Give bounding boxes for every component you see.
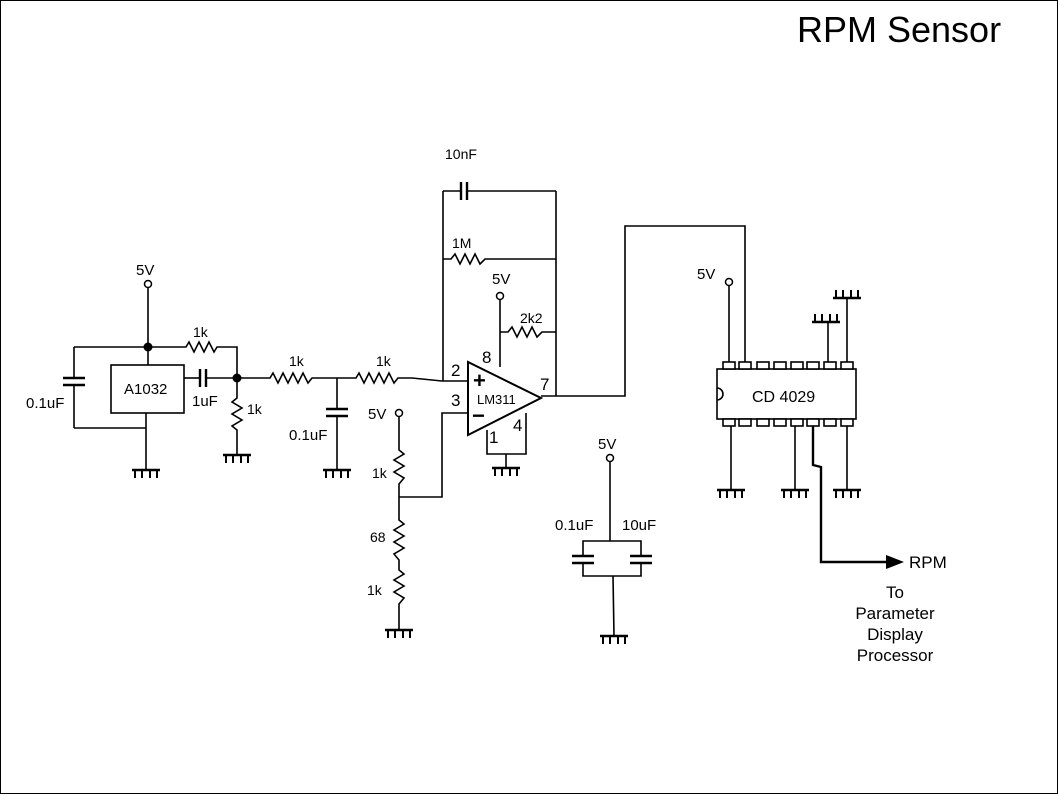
ground-icon — [383, 628, 415, 640]
resistor-icon — [230, 378, 244, 455]
filter-r1-label: 1k — [289, 353, 305, 369]
supply-terminal-icon — [724, 277, 734, 287]
resistor-icon — [500, 325, 556, 339]
ic-pin — [722, 361, 736, 370]
minus-sign: − — [472, 403, 485, 428]
threshold-divider: 5V 1k 68 1k — [367, 406, 415, 640]
hall-ic-label: A1032 — [124, 381, 167, 398]
destination-line-2: Parameter — [855, 604, 935, 623]
ic-pin — [840, 361, 854, 370]
ic-pin — [738, 418, 752, 427]
divider-r-mid-label: 68 — [370, 529, 386, 545]
capacitor-icon — [326, 407, 348, 418]
supply-label-opamp: 5V — [492, 271, 510, 288]
destination-line-1: To — [886, 583, 904, 602]
resistor-icon — [180, 340, 238, 378]
capacitor-icon — [459, 182, 469, 200]
pin-2-label: 2 — [451, 361, 460, 380]
capacitor-icon — [63, 376, 85, 387]
supply-terminal-icon — [394, 408, 404, 418]
output-signal-label: RPM — [909, 553, 947, 572]
ic-pin — [773, 361, 787, 370]
ground-icon — [715, 488, 747, 500]
pin-1-label: 1 — [489, 428, 498, 447]
supply-label-hall: 5V — [136, 262, 154, 279]
supply-terminal-icon — [495, 291, 505, 301]
comparator-stage: 10nF 1M 5V 2k2 + − LM311 2 3 8 7 4 1 — [399, 146, 746, 498]
ic-pin — [806, 361, 820, 370]
resistor-icon — [443, 252, 556, 266]
supply-label-divider: 5V — [368, 406, 386, 423]
counter-ic — [716, 368, 857, 420]
ic-notch-icon — [716, 387, 724, 401]
ground-icon — [831, 288, 863, 300]
ground-icon — [130, 468, 162, 480]
counter-ic-label: CD 4029 — [752, 389, 815, 406]
pullup-res-label: 1k — [193, 324, 209, 340]
ic-pin — [756, 418, 770, 427]
ic-pin — [722, 418, 736, 427]
coupling-cap-label: 1uF — [192, 393, 218, 410]
pulldown-res-label: 1k — [247, 401, 263, 417]
ic-pin — [773, 418, 787, 427]
resistor-icon — [392, 417, 406, 514]
pin-4-label: 4 — [513, 416, 522, 435]
supply-label-decoupling: 5V — [598, 436, 616, 453]
ground-icon — [831, 488, 863, 500]
ic-pin — [840, 418, 854, 427]
plus-sign: + — [473, 368, 486, 393]
counter-top-pins — [722, 361, 854, 370]
arrow-right-icon — [886, 555, 904, 569]
counter-bottom-pins — [722, 418, 854, 427]
ground-icon — [598, 634, 630, 646]
resistor-icon — [392, 514, 406, 630]
ground-icon — [321, 468, 353, 480]
ic-pin — [790, 418, 804, 427]
comparator-ic-label: LM311 — [477, 392, 516, 407]
rc-filter-stage: 1k 0.1uF 1k — [237, 353, 468, 480]
filter-cap-label: 0.1uF — [289, 427, 327, 444]
destination-line-3: Display — [867, 625, 923, 644]
feedback-cap-label: 10nF — [445, 146, 477, 162]
counter-stage: 5V CD 4029 — [697, 266, 904, 569]
decoupling-caps: 5V 0.1uF 10uF — [555, 436, 656, 646]
capacitor-icon — [198, 369, 208, 387]
pin-8-label: 8 — [482, 348, 491, 367]
ic-pin — [756, 361, 770, 370]
decoupling-c2-label: 10uF — [622, 517, 656, 534]
destination-line-4: Processor — [857, 646, 934, 665]
ground-icon — [490, 466, 522, 478]
decoupling-c1-label: 0.1uF — [555, 517, 593, 534]
feedback-res-label: 1M — [452, 235, 471, 251]
ground-icon — [779, 488, 811, 500]
supply-label-counter: 5V — [697, 266, 715, 283]
ic-pin — [806, 418, 820, 427]
pin-3-label: 3 — [451, 391, 460, 410]
supply-terminal-icon — [605, 453, 615, 463]
divider-r-bot-label: 1k — [367, 582, 383, 598]
hall-sensor-ic — [110, 364, 185, 414]
resistor-icon — [266, 371, 337, 385]
resistor-icon — [337, 371, 468, 385]
hall-sensor-stage: 5V 0.1uF A1032 1k 1uF — [26, 262, 263, 480]
capacitor-icon — [572, 554, 594, 565]
divider-r-top-label: 1k — [372, 465, 388, 481]
capacitor-icon — [630, 554, 652, 565]
ground-icon — [810, 312, 842, 324]
ic-pin — [738, 361, 752, 370]
ic-pin — [823, 418, 837, 427]
bypass-cap-label: 0.1uF — [26, 395, 64, 412]
diagram-title: RPM Sensor — [797, 9, 1001, 50]
comparator-symbol — [467, 360, 544, 437]
supply-terminal-icon — [143, 279, 153, 289]
filter-r2-label: 1k — [376, 353, 392, 369]
ic-pin — [823, 361, 837, 370]
pullup-2k2-label: 2k2 — [520, 310, 543, 326]
pin-7-label: 7 — [540, 375, 549, 394]
ground-icon — [221, 453, 253, 465]
ic-pin — [790, 361, 804, 370]
